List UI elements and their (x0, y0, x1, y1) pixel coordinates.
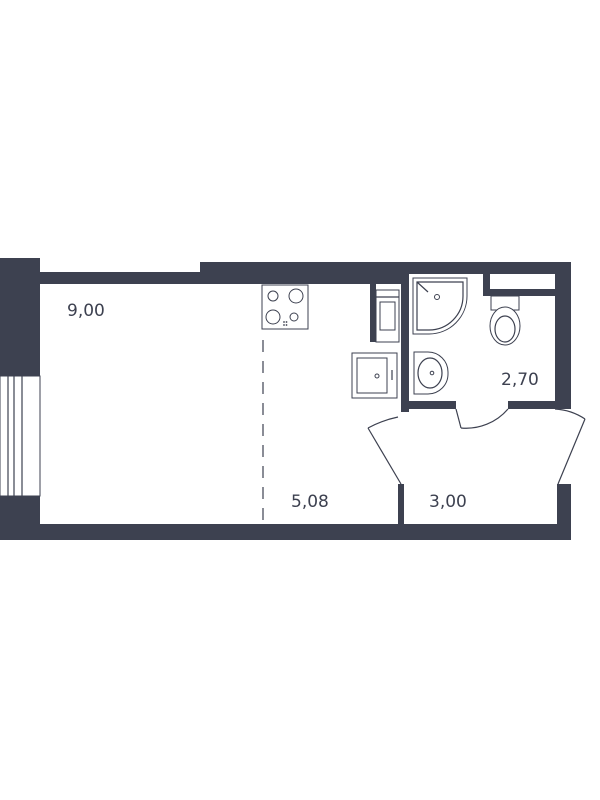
burner-icon (265, 309, 281, 325)
room-area-living-room: 9,00 (67, 301, 105, 321)
bathroom-door (455, 408, 509, 429)
entrance-door-right (554, 408, 586, 485)
room-area-kitchen: 5,08 (291, 492, 329, 512)
shower-hose (416, 281, 429, 293)
door-swing-arc (367, 416, 399, 429)
toilet (489, 295, 521, 346)
washbasin-bowl (417, 357, 443, 389)
bathroom-bottom-wall-left (401, 401, 456, 409)
entrance-door-left (367, 416, 402, 485)
bathroom-sink (413, 351, 449, 395)
knob-icon (285, 324, 288, 326)
window-frame (0, 375, 41, 497)
shower-curve (416, 281, 464, 331)
interior-walls (370, 274, 571, 524)
room-area-hallway: 3,00 (429, 492, 467, 512)
washer-inner (379, 301, 396, 331)
bathroom-left-wall (401, 274, 409, 412)
left-wall-upper (0, 258, 40, 376)
room-area-bathroom: 2,70 (501, 370, 539, 390)
door-leaf (367, 427, 402, 485)
shower-head-icon (434, 294, 440, 300)
burner-icon (267, 290, 279, 302)
top-wall-thick (200, 262, 405, 284)
door-leaf (557, 418, 586, 485)
exterior-walls (0, 258, 571, 540)
door-leaf (455, 408, 462, 429)
stove (261, 284, 309, 330)
washing-machine (375, 289, 400, 343)
bottom-wall (40, 524, 571, 540)
knob-icon (285, 321, 288, 323)
kitchen-niche-wall-top (370, 278, 407, 284)
door-swing-arc (460, 408, 509, 429)
washbasin-drain-icon (429, 370, 435, 376)
shower-cabin (412, 277, 468, 335)
window-left (0, 375, 41, 497)
toilet-seat (494, 315, 516, 343)
hallway-stub-wall (398, 484, 404, 524)
knob-icon (283, 321, 285, 323)
toilet-bowl (489, 306, 521, 346)
right-wall-upper (555, 262, 571, 409)
bathroom-bottom-wall-right (508, 401, 571, 409)
bathroom-partition-ledge (483, 289, 555, 296)
top-wall-right (405, 262, 571, 274)
kitchen-niche-wall (370, 278, 376, 342)
sink-basin (356, 357, 388, 394)
left-wall-lower (0, 496, 40, 540)
kitchen-sink (351, 352, 398, 399)
door-swing-arc (554, 408, 586, 420)
burner-icon (289, 312, 299, 322)
burner-icon (288, 288, 304, 304)
sink-drain-icon (374, 373, 380, 379)
bathroom-partition-top (483, 274, 490, 296)
knob-icon (283, 324, 285, 326)
